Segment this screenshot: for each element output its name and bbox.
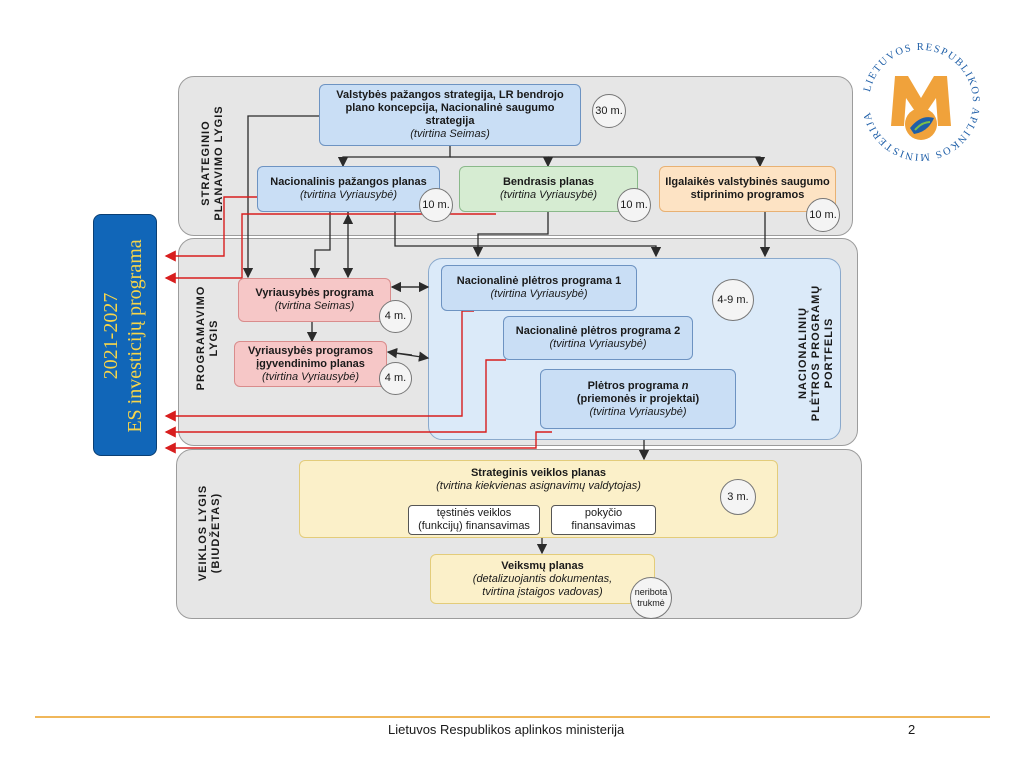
ministry-logo: LIETUVOS RESPUBLIKOS APLINKOS MINISTERIJ…: [862, 42, 980, 162]
logo-mark-icon: [891, 76, 951, 126]
government-program-box: Vyriausybės programa (tvirtina Seimas): [238, 278, 391, 322]
strategic-activity-plan-box: Strateginis veiklos planas (tvirtina kie…: [299, 460, 778, 538]
security-programs-box: Ilgalaikės valstybinės saugumo stiprinim…: [659, 166, 836, 212]
development-program-n-box: Plėtros programa n (priemonės ir projekt…: [540, 369, 736, 429]
development-program-n-note: (tvirtina Vyriausybė): [589, 405, 687, 418]
term-badge-30: 30 m.: [592, 94, 626, 128]
action-plan-box: Veiksmų planas (detalizuojantis dokument…: [430, 554, 655, 604]
state-progress-strategy-box: Valstybės pažangos strategija, LR bendro…: [319, 84, 581, 146]
general-plan-note: (tvirtina Vyriausybė): [500, 189, 597, 201]
eu-investment-program-box: [93, 214, 157, 456]
development-program-n-title: Plėtros programa n: [587, 379, 689, 392]
security-programs-title: Ilgalaikės valstybinės saugumo stiprinim…: [665, 176, 830, 201]
strategic-activity-plan-note: (tvirtina kiekvienas asignavimų valdytoj…: [436, 480, 641, 492]
footer-divider: [35, 716, 990, 718]
action-plan-note: (detalizuojantis dokumentas, tvirtina įs…: [472, 572, 613, 598]
term-badge-10-b: 10 m.: [617, 188, 651, 222]
term-badge-4-9: 4-9 m.: [712, 279, 754, 321]
term-badge-4-b: 4 m.: [379, 362, 412, 395]
general-plan-box: Bendrasis planas (tvirtina Vyriausybė): [459, 166, 638, 212]
change-funding-box: pokyčio finansavimas: [551, 505, 656, 535]
action-plan-title: Veiksmų planas: [501, 559, 584, 572]
national-progress-plan-title: Nacionalinis pažangos planas: [270, 176, 427, 188]
state-progress-strategy-title: Valstybės pažangos strategija, LR bendro…: [336, 89, 564, 127]
term-badge-10-a: 10 m.: [419, 188, 453, 222]
continuing-activity-funding-box: tęstinės veiklos (funkcijų) finansavimas: [408, 505, 540, 535]
government-implementation-plan-note: (tvirtina Vyriausybė): [262, 370, 359, 383]
development-program-n-subtitle: (priemonės ir projektai): [576, 392, 700, 405]
government-program-title: Vyriausybės programa: [255, 287, 374, 299]
national-development-program-1-note: (tvirtina Vyriausybė): [490, 288, 588, 300]
national-development-program-1-box: Nacionalinė plėtros programa 1 (tvirtina…: [441, 265, 637, 311]
national-development-program-2-box: Nacionalinė plėtros programa 2 (tvirtina…: [503, 316, 693, 360]
government-implementation-plan-box: Vyriausybės programos įgyvendinimo plana…: [234, 341, 387, 387]
term-badge-4-a: 4 m.: [379, 300, 412, 333]
term-badge-3: 3 m.: [720, 479, 756, 515]
national-development-program-2-title: Nacionalinė plėtros programa 2: [515, 325, 681, 337]
footer-ministry-name: Lietuvos Respublikos aplinkos ministerij…: [388, 722, 625, 737]
strategic-activity-plan-title: Strateginis veiklos planas: [470, 467, 607, 479]
state-progress-strategy-note: (tvirtina Seimas): [410, 128, 490, 140]
national-progress-plan-note: (tvirtina Vyriausybė): [300, 189, 397, 201]
national-development-program-1-title: Nacionalinė plėtros programa 1: [456, 275, 622, 287]
term-badge-10-c: 10 m.: [806, 198, 840, 232]
term-badge-unlimited: neribota trukmė: [630, 577, 672, 619]
government-program-note: (tvirtina Seimas): [274, 300, 355, 312]
government-implementation-plan-title: Vyriausybės programos įgyvendinimo plana…: [248, 344, 373, 370]
national-progress-plan-box: Nacionalinis pažangos planas (tvirtina V…: [257, 166, 440, 212]
page-number: 2: [908, 722, 916, 737]
national-development-program-2-note: (tvirtina Vyriausybė): [549, 338, 647, 350]
general-plan-title: Bendrasis planas: [502, 176, 595, 188]
